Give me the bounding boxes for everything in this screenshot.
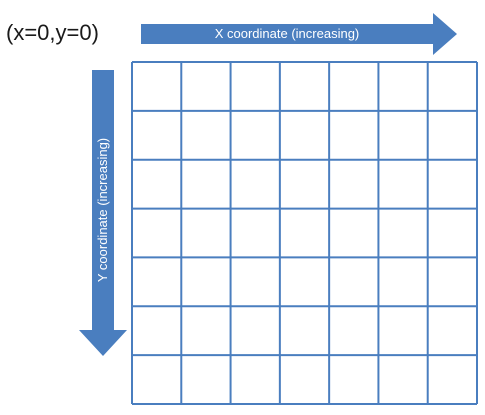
origin-label: (x=0,y=0) (6, 20, 99, 45)
grid (131, 61, 478, 405)
y-axis-arrow: Y coordinate (increasing) (79, 70, 127, 356)
x-axis-arrow-shape (141, 13, 457, 55)
y-axis-label: Y coordinate (increasing) (95, 138, 110, 282)
x-axis-arrow: X coordinate (increasing) (141, 13, 457, 55)
y-axis-arrow-shape (79, 70, 127, 356)
x-axis-label: X coordinate (increasing) (215, 26, 360, 41)
